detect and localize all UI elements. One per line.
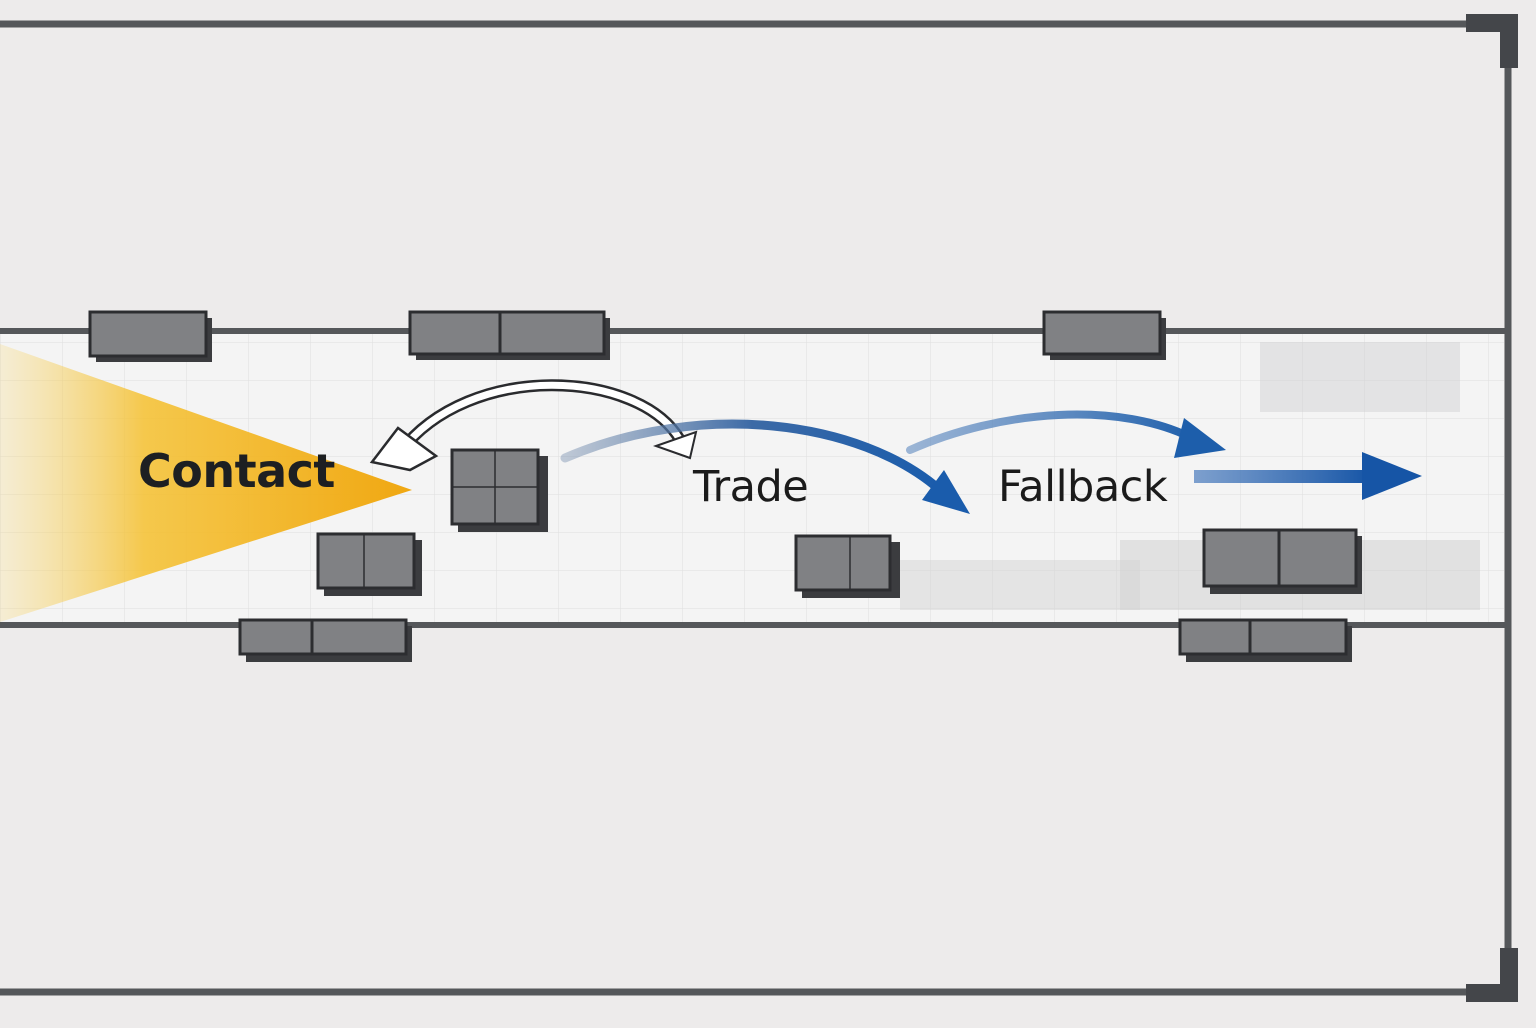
trade-arrow — [369, 379, 698, 472]
exit-arrow — [1194, 470, 1370, 483]
stage-label-contact: Contact — [138, 444, 335, 498]
cover-block — [88, 310, 212, 362]
cover-block — [408, 310, 610, 360]
cover-block — [316, 532, 422, 596]
stage-label-trade: Trade — [693, 462, 809, 512]
arrowhead-icon — [1362, 452, 1422, 500]
cover-blocks — [88, 310, 1362, 662]
trade-to-fallback-arrow — [560, 419, 945, 495]
fallback-arc-arrow — [906, 410, 1200, 454]
contact-cone — [0, 344, 412, 622]
player-marker-icon — [369, 426, 439, 472]
cover-block — [450, 448, 548, 532]
cover-block — [1202, 528, 1362, 594]
cover-block — [238, 618, 412, 662]
corner-post-top — [1466, 14, 1518, 68]
cover-block — [794, 534, 900, 598]
cover-block — [1178, 618, 1352, 662]
corner-post-bottom — [1466, 948, 1518, 1002]
movement-arrows — [560, 410, 1422, 514]
cover-block — [1042, 310, 1166, 360]
arrowhead-icon — [1174, 418, 1226, 458]
stage-label-fallback: Fallback — [998, 462, 1168, 512]
outer-wall — [0, 14, 1518, 1002]
arrowhead-icon — [922, 470, 970, 514]
